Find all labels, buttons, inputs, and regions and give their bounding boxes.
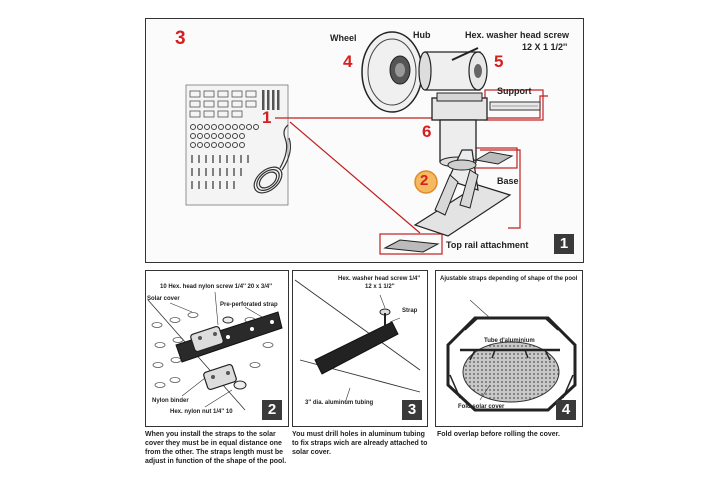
label-hex-screw: Hex. washer head screw — [465, 30, 570, 40]
label-p3-strap: Strap — [402, 308, 418, 314]
caption-step-3: You must drill holes in aluminum tubing … — [292, 431, 428, 456]
step-number-4: 4 — [556, 400, 576, 420]
caption-step-4: Fold overlap before rolling the cover. — [437, 431, 560, 438]
rail-piece-top — [474, 151, 514, 165]
label-tube: Tube d'aluminium — [484, 338, 535, 344]
base-illustration — [413, 149, 512, 237]
step-number-1: 1 — [554, 234, 574, 254]
label-p3-hex-screw-size: 12 x 1 1/2'' — [365, 284, 395, 290]
connector-lines — [275, 89, 548, 255]
callout-1: 1 — [262, 108, 272, 127]
label-top-rail: Top rail attachment — [446, 240, 529, 250]
callout-4: 4 — [343, 52, 353, 71]
parts-kit-illustration — [185, 84, 292, 206]
label-pre-perforated: Pre-perforated strap — [220, 302, 278, 308]
hub-illustration — [418, 51, 488, 91]
callout-6: 6 — [422, 122, 432, 141]
panel-3-screw — [379, 308, 391, 330]
label-nylon-screw: 10 Hex. head nylon screw 1/4'' 20 x 3/4'… — [160, 284, 273, 290]
callout-circle-2 — [414, 170, 438, 194]
support-bar-illustration — [489, 101, 541, 111]
panel-2-illustration — [147, 291, 283, 411]
assembly-panel-3 — [292, 270, 428, 427]
support-block-illustration — [431, 92, 488, 121]
label-nylon-nut: Hex. nylon nut 1/4'' 10 — [170, 409, 233, 415]
label-fold-cover: Fold solar cover — [458, 404, 505, 410]
panel-4-illustration — [446, 299, 577, 412]
label-hub: Hub — [413, 30, 431, 40]
label-support: Support — [497, 86, 532, 96]
panel-3-illustration — [294, 279, 421, 404]
label-p3-hex-screw: Hex. washer head screw 1/4'' — [338, 276, 421, 282]
wheel-illustration — [361, 31, 423, 113]
assembly-panel-4 — [435, 270, 583, 427]
callout-5: 5 — [494, 52, 504, 71]
corner-number: 3 — [175, 28, 186, 49]
label-adjustable-straps: Ajustable straps depending of shape of t… — [440, 276, 578, 282]
label-solar-cover: Solar cover — [147, 296, 180, 302]
assembly-panel-2 — [145, 270, 289, 427]
rail-piece-bottom — [383, 239, 440, 253]
label-hex-screw-size: 12 X 1 1/2'' — [522, 42, 568, 52]
caption-step-2: When you install the straps to the solar… — [145, 431, 287, 465]
label-nylon-binder: Nylon binder — [152, 398, 189, 404]
step-number-3: 3 — [402, 400, 422, 420]
label-wheel: Wheel — [330, 33, 357, 43]
label-p3-tubing: 3'' dia. aluminum tubing — [305, 400, 374, 406]
label-base: Base — [497, 176, 519, 186]
callout-2: 2 — [420, 172, 429, 189]
step-number-2: 2 — [262, 400, 282, 420]
hex-screw-illustration — [451, 47, 479, 61]
